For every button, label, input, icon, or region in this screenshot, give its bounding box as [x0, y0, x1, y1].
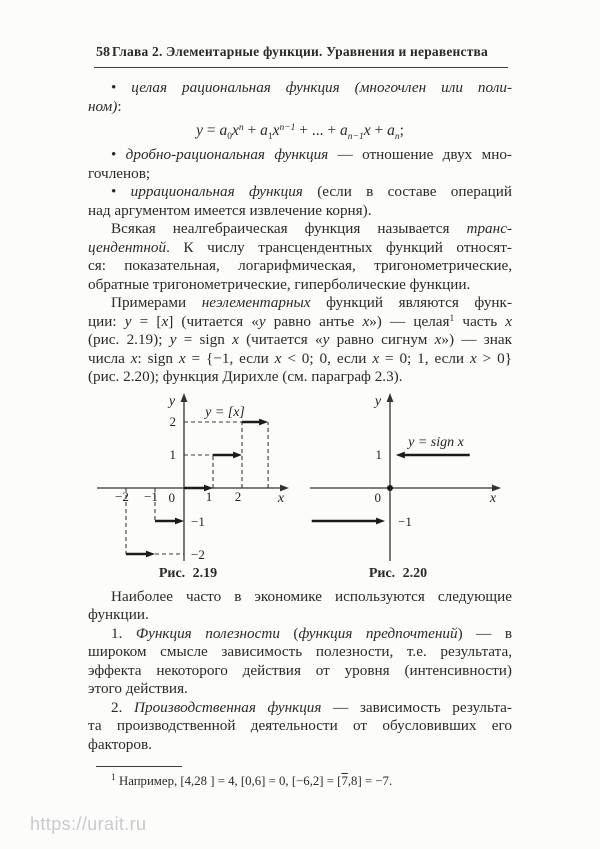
svg-text:−1: −1 [144, 489, 158, 504]
figure-2-20-sign-function-graph: y x 0 1 −1 y = sign x [310, 392, 501, 561]
svg-text:−1: −1 [398, 514, 412, 529]
header-rule [94, 67, 508, 68]
text-line: цендентной. К числу трансцендентных функ… [88, 238, 512, 256]
svg-text:−2: −2 [115, 489, 129, 504]
text-line: факторов. [88, 735, 152, 753]
watermark-url: https://urait.ru [30, 814, 147, 834]
footnote-rule [96, 766, 182, 767]
text-line: ции: y = [x] (читается «y равно антье x»… [88, 312, 512, 330]
text-line: Примерами неэлементарных функций являютс… [111, 294, 512, 311]
polynomial-formula: y = a0xn + a1xn−1 + ... + an−1x + an; [196, 122, 404, 142]
svg-text:0: 0 [169, 490, 176, 505]
footnote-text: 1 Например, [4,28 ] = 4, [0,6] = 0, [−6,… [111, 773, 393, 788]
text-line: гочленов; [88, 164, 151, 182]
text-line: Наиболее часто в экономике используются … [111, 587, 512, 605]
text-line: широком смысле зависимость полезности, т… [88, 643, 512, 660]
svg-text:y = sign x: y = sign x [406, 435, 464, 450]
text-line: Всякая неалгебраическая функция называет… [111, 220, 512, 237]
page-number: 58 [96, 45, 110, 60]
text-line: 1. Функция полезности (функция предпочте… [111, 624, 512, 642]
text-line: функции. [88, 606, 149, 623]
paragraph-fractional-rational-function: • дробно-рациональная функция — отношени… [88, 146, 512, 183]
svg-text:−1: −1 [191, 514, 205, 529]
figure-2-19-caption: Рис. 2.19 [158, 565, 218, 581]
page-header: 58 Глава 2. Элементарные функции. Уравне… [88, 44, 512, 64]
chapter-header-title: Глава 2. Элементарные функции. Уравнения… [111, 44, 488, 59]
text-line: обратные тригонометрические, гиперболиче… [88, 275, 471, 293]
paragraph-nonelementary-examples: Примерами неэлементарных функций являютс… [88, 294, 512, 387]
paragraph-utility-function: 1. Функция полезности (функция предпочте… [88, 625, 512, 699]
svg-text:−2: −2 [191, 547, 205, 562]
text-line: 2. Производственная функция — зависимост… [111, 698, 512, 716]
text-line: (рис. 2.20); функция Дирихле (см. парагр… [88, 368, 403, 385]
text-line: этого действия. [88, 680, 188, 697]
svg-text:2: 2 [235, 489, 242, 504]
text-line: (рис. 2.19); y = sign x (читается «y рав… [88, 331, 512, 348]
svg-text:y = [x]: y = [x] [203, 405, 245, 420]
text-line: числа x: sign x = {−1, если x < 0; 0, ес… [88, 349, 512, 367]
svg-text:x: x [489, 491, 497, 506]
svg-text:y: y [167, 394, 176, 409]
svg-text:1: 1 [376, 447, 383, 462]
text-column: • целая рациональная функция (многочлен … [88, 79, 512, 790]
svg-text:2: 2 [170, 414, 177, 429]
paragraph-economics-intro: Наиболее часто в экономике используются … [88, 588, 512, 625]
text-line: ном): [88, 97, 122, 115]
text-line: эффекта некоторого действия от уровня (и… [88, 661, 512, 679]
text-line: та производственной деятельности от обус… [88, 717, 512, 734]
paragraph-production-function: 2. Производственная функция — зависимост… [88, 699, 512, 755]
svg-text:0: 0 [375, 490, 382, 505]
svg-text:1: 1 [170, 447, 177, 462]
text-line: • целая рациональная функция (многочлен … [111, 79, 512, 96]
paragraph-transcendental-functions: Всякая неалгебраическая функция называет… [88, 220, 512, 294]
text-line: • иррациональная функция (если в составе… [111, 183, 512, 200]
svg-text:y: y [373, 394, 382, 409]
text-line: ся: показательная, логарифмическая, триг… [88, 257, 512, 274]
svg-text:1: 1 [206, 489, 213, 504]
paragraph-irrational-function: • иррациональная функция (если в составе… [88, 183, 512, 220]
svg-text:x: x [277, 491, 285, 506]
text-line: над аргументом имеется извлечение корня)… [88, 201, 372, 219]
figure-2-20-caption: Рис. 2.20 [368, 565, 428, 581]
text-line: • дробно-рациональная функция — отношени… [111, 146, 512, 163]
paragraph-integer-rational-function: • целая рациональная функция (многочлен … [88, 79, 512, 116]
